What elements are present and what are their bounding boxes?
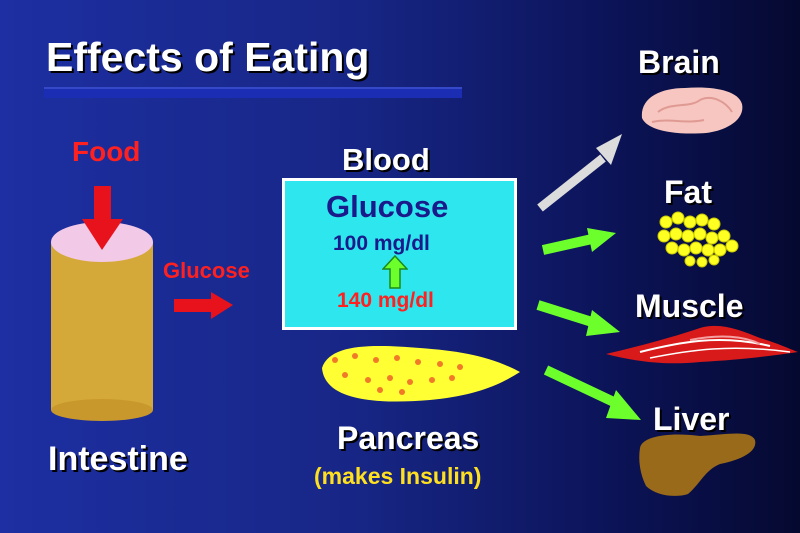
glucose-transfer-label: Glucose bbox=[163, 258, 250, 283]
liver-label: Liver bbox=[653, 401, 730, 437]
liver-icon bbox=[639, 433, 756, 496]
muscle-arrow-icon bbox=[536, 300, 620, 336]
liver-arrow-icon bbox=[543, 365, 641, 420]
muscle-label: Muscle bbox=[635, 288, 744, 324]
page-title: Effects of Eating bbox=[46, 34, 370, 80]
brain-icon bbox=[641, 87, 743, 134]
food-label: Food bbox=[72, 136, 141, 167]
pancreas-icon bbox=[322, 346, 520, 402]
up-arrow-icon bbox=[382, 255, 408, 289]
intestine-icon bbox=[51, 222, 153, 421]
pancreas-label: Pancreas bbox=[337, 420, 480, 456]
blood-label: Blood bbox=[342, 142, 430, 177]
glucose-value-before: 100 mg/dl bbox=[333, 232, 430, 255]
food-arrow-icon bbox=[82, 186, 123, 250]
intestine-label: Intestine bbox=[48, 440, 188, 478]
fat-icon bbox=[657, 211, 739, 268]
muscle-icon bbox=[606, 325, 798, 364]
fat-label: Fat bbox=[664, 174, 712, 210]
brain-label: Brain bbox=[638, 44, 720, 80]
glucose-value-after: 140 mg/dl bbox=[337, 289, 434, 312]
blood-glucose-box: Glucose 100 mg/dl 140 mg/dl bbox=[282, 178, 517, 330]
blood-glucose-title: Glucose bbox=[326, 189, 449, 224]
brain-arrow-icon bbox=[537, 134, 622, 212]
title-underline bbox=[44, 87, 462, 98]
fat-arrow-icon bbox=[541, 228, 616, 255]
insulin-note: (makes Insulin) bbox=[314, 463, 482, 489]
glucose-arrow-icon bbox=[174, 292, 233, 319]
